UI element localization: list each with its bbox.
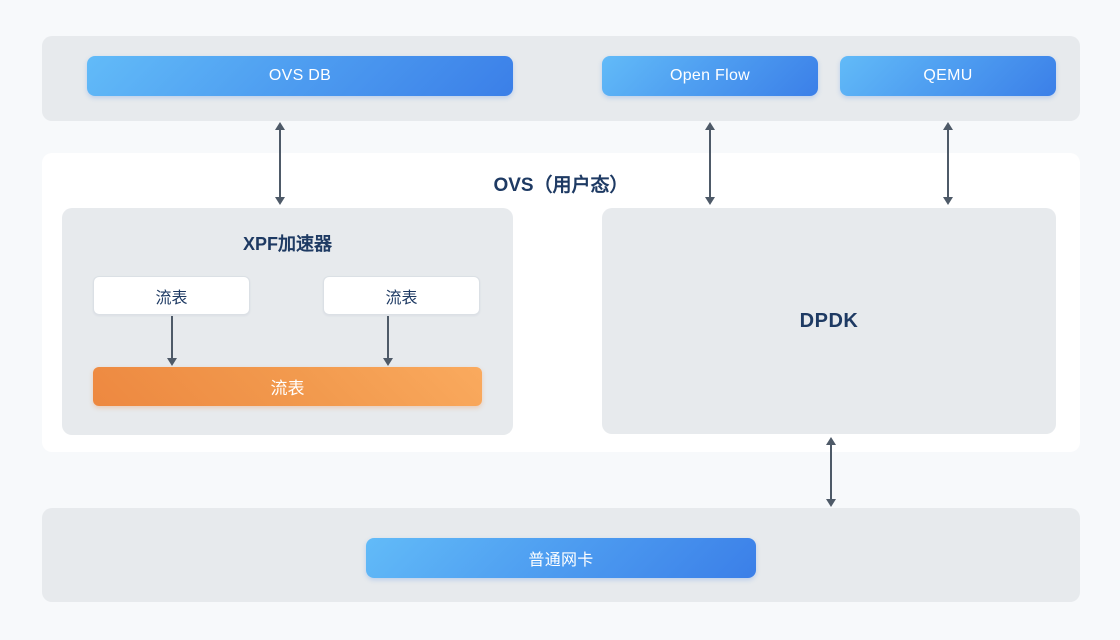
node-open-flow: Open Flow xyxy=(602,56,818,96)
arrow-qemu-dpdk-icon xyxy=(943,122,953,205)
merged-flow-table: 流表 xyxy=(93,367,482,406)
arrow-line xyxy=(387,316,389,361)
arrow-ovsdb-ovs-icon xyxy=(275,122,285,205)
arrow-head-down-icon xyxy=(383,358,393,366)
arrow-head-down-icon xyxy=(705,197,715,205)
node-ovs-db: OVS DB xyxy=(87,56,513,96)
arrow-line xyxy=(709,127,711,200)
arrow-line xyxy=(830,442,832,502)
flow-table-right: 流表 xyxy=(323,276,480,315)
arrow-flow-right-to-merged-icon xyxy=(383,316,393,366)
arrow-head-up-icon xyxy=(943,122,953,130)
flow-table-left: 流表 xyxy=(93,276,250,315)
arrow-head-up-icon xyxy=(826,437,836,445)
arrow-head-down-icon xyxy=(167,358,177,366)
arrow-line xyxy=(279,127,281,200)
arrow-head-down-icon xyxy=(275,197,285,205)
arrow-dpdk-nic-icon xyxy=(826,437,836,507)
dpdk-box: DPDK xyxy=(602,208,1056,434)
node-nic-label: 普通网卡 xyxy=(528,552,594,569)
arrow-head-down-icon xyxy=(826,499,836,507)
xpf-box-title: XPF加速器 xyxy=(242,234,332,254)
node-ovs-db-label: OVS DB xyxy=(268,67,332,84)
node-qemu-label: QEMU xyxy=(923,67,973,84)
ovs-user-space-panel: OVS（用户态） XPF加速器 流表 流表 流表 DPDK xyxy=(42,153,1080,452)
top-components-panel: OVS DB Open Flow QEMU xyxy=(42,36,1080,121)
flow-table-left-label: 流表 xyxy=(155,289,188,307)
node-qemu: QEMU xyxy=(840,56,1056,96)
arrow-openflow-dpdk-icon xyxy=(705,122,715,205)
dpdk-label: DPDK xyxy=(799,309,859,332)
merged-flow-table-label: 流表 xyxy=(270,379,305,398)
arrow-head-up-icon xyxy=(275,122,285,130)
flow-table-right-label: 流表 xyxy=(385,289,418,307)
ovs-panel-title: OVS（用户态） xyxy=(493,175,629,196)
arrow-flow-left-to-merged-icon xyxy=(167,316,177,366)
node-open-flow-label: Open Flow xyxy=(669,67,751,84)
arrow-head-up-icon xyxy=(705,122,715,130)
arrow-line xyxy=(171,316,173,361)
arrow-head-down-icon xyxy=(943,197,953,205)
arrow-line xyxy=(947,127,949,200)
node-nic: 普通网卡 xyxy=(366,538,756,578)
xpf-accelerator-box: XPF加速器 流表 流表 流表 xyxy=(62,208,513,435)
nic-panel: 普通网卡 xyxy=(42,508,1080,602)
